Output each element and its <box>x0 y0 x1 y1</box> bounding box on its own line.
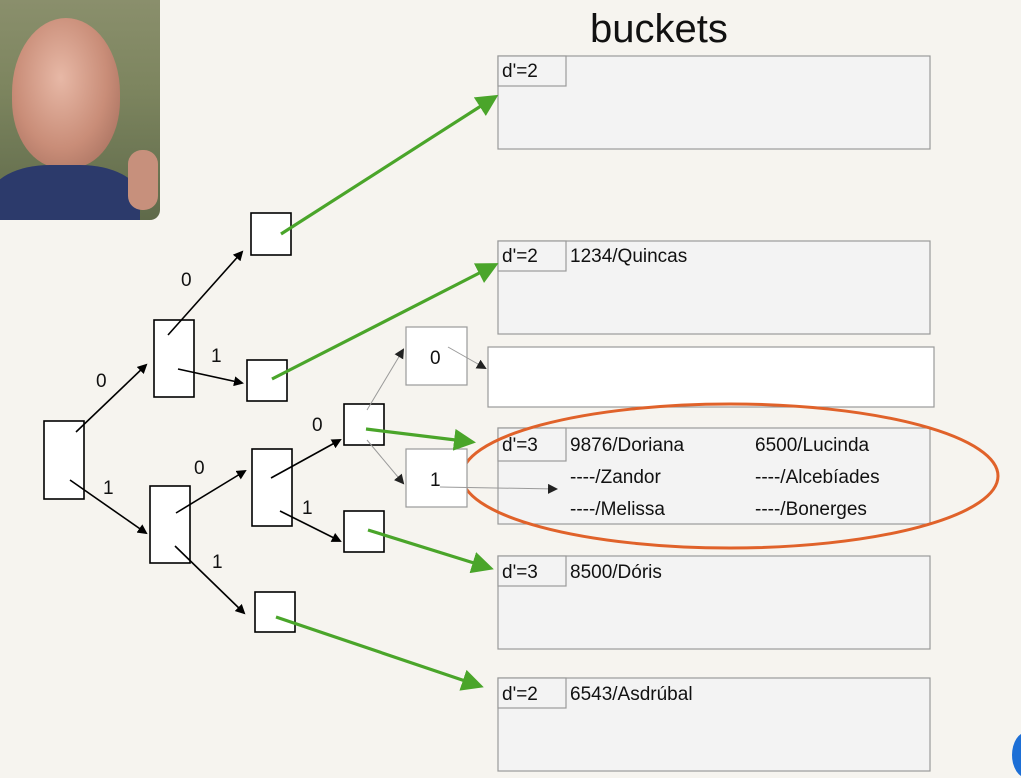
trie-node-1 <box>149 485 191 564</box>
bucket-4-entry: 8500/Dóris <box>570 562 662 583</box>
edge-root-0 <box>75 363 148 433</box>
bucket-3-entry: 9876/Doriana <box>570 435 685 456</box>
bucket-3-depth-cell <box>497 427 567 462</box>
bucket-0-body <box>497 55 931 150</box>
edge-10-0 <box>270 439 342 479</box>
pointer-01-bucket <box>271 263 499 381</box>
bucket-3-entry: ----/Zandor <box>570 467 661 488</box>
label-n0-0: 0 <box>181 270 192 291</box>
pointer-101-bucket <box>367 528 494 574</box>
trie-leaf-1000 <box>405 326 468 386</box>
trie-leaf-00 <box>250 212 292 256</box>
bucket-2 <box>487 346 935 408</box>
pointer-11-bucket <box>275 615 484 691</box>
edge-1-1 <box>174 545 246 615</box>
trie-leaf-11 <box>254 591 296 633</box>
bucket-3: d'=3 9876/Doriana 6500/Lucinda ----/Zand… <box>497 427 931 525</box>
bucket-5-depth-cell <box>497 677 567 709</box>
label-n10-0: 0 <box>312 415 323 436</box>
bucket-3-depth: d'=3 <box>502 435 538 456</box>
bucket-2-body <box>487 346 935 408</box>
bucket-1-depth-cell <box>497 240 567 272</box>
bucket-3-entry: ----/Bonerges <box>755 499 867 520</box>
presenter-shirt <box>0 165 140 220</box>
bucket-0: d'=2 <box>497 55 931 150</box>
edge-10-1 <box>279 510 342 542</box>
bucket-1-body <box>497 240 931 335</box>
label-n10-1: 1 <box>302 498 313 519</box>
trie-root <box>43 420 85 500</box>
bucket-3-body <box>497 427 931 525</box>
bucket-4-depth: d'=3 <box>502 562 538 583</box>
label-n1-1: 1 <box>212 552 223 573</box>
bucket-3-entry: 6500/Lucinda <box>755 435 870 456</box>
slide-title: buckets <box>590 7 728 51</box>
pointer-100-bucket <box>365 427 476 451</box>
label-n0-1: 1 <box>211 346 222 367</box>
bucket-3-entry: ----/Melissa <box>570 499 665 520</box>
pointer-1000-bucket <box>447 346 487 369</box>
edge-0-0 <box>167 250 244 336</box>
label-root-1: 1 <box>103 478 114 499</box>
bucket-0-depth: d'=2 <box>502 61 538 82</box>
trie-leaf-01 <box>246 359 288 402</box>
trie-node-0 <box>153 319 195 398</box>
bucket-5-body <box>497 677 931 772</box>
label-n100-1: 1 <box>430 470 441 491</box>
edge-1-0 <box>175 469 247 514</box>
bucket-4-body <box>497 555 931 650</box>
edge-0-1 <box>177 368 244 387</box>
label-root-0: 0 <box>96 371 107 392</box>
bucket-4-depth-cell <box>497 555 567 587</box>
pointer-00-bucket <box>280 94 499 236</box>
presenter-face <box>12 18 120 168</box>
bucket-3-entry: ----/Alcebíades <box>755 467 880 488</box>
label-n100-0: 0 <box>430 348 441 369</box>
presenter-hand <box>128 150 158 210</box>
pointer-1001-bucket <box>439 483 558 494</box>
trie-node-100 <box>343 403 385 446</box>
bucket-0-depth-cell <box>497 55 567 87</box>
edge-100-0 <box>366 348 405 411</box>
bucket-1: d'=2 1234/Quincas <box>497 240 931 335</box>
webcam-overlay <box>0 0 160 220</box>
bucket-5-depth: d'=2 <box>502 684 538 705</box>
trie-leaf-1001 <box>405 448 468 508</box>
corner-badge <box>1012 732 1021 778</box>
bucket-1-entry: 1234/Quincas <box>570 246 687 267</box>
edge-100-1 <box>366 439 405 485</box>
bucket-4: d'=3 8500/Dóris <box>497 555 931 650</box>
label-n1-0: 0 <box>194 458 205 479</box>
bucket-1-depth: d'=2 <box>502 246 538 267</box>
edge-root-1 <box>69 479 148 535</box>
bucket-5-entry: 6543/Asdrúbal <box>570 684 693 705</box>
bucket-5: d'=2 6543/Asdrúbal <box>497 677 931 772</box>
